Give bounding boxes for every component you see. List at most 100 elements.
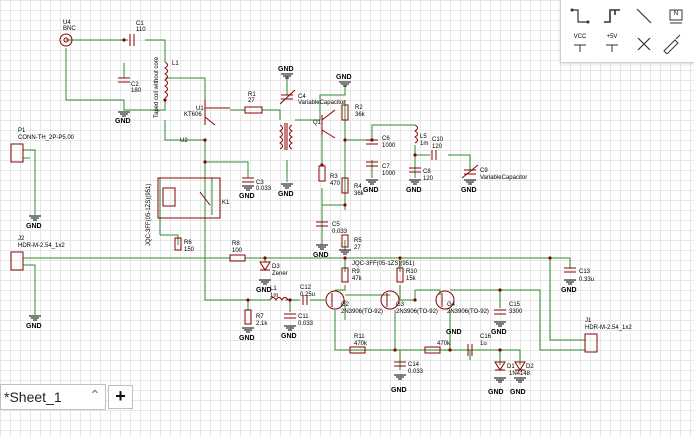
label-u4: U4	[63, 20, 71, 26]
no-connect-icon	[637, 37, 651, 51]
label-l1-note: Taped coil without core	[154, 56, 160, 118]
gnd-label: GND	[491, 329, 507, 336]
label-c9: C9	[480, 168, 488, 174]
probe-tool-button[interactable]	[661, 34, 683, 55]
label-k1-ref: JQC-3FF(05-1ZS)(951)	[352, 261, 414, 267]
line-tool-button[interactable]	[633, 6, 655, 26]
label-c8: C8	[423, 169, 431, 175]
label-g4: G4	[447, 302, 456, 308]
gnd-label: GND	[278, 66, 294, 73]
label-c12: C12	[300, 285, 312, 291]
label-d2: D2	[526, 364, 534, 370]
label-d3-value: Zener	[272, 271, 288, 277]
label-d3: D3	[272, 264, 280, 270]
label-u1: U1	[196, 106, 204, 112]
label-g2-value: 2N3906(TO-92)	[341, 309, 383, 315]
label-r10-value: 15k	[406, 276, 417, 282]
gnd-label: GND	[363, 187, 379, 194]
label-r7-value: 2.1k	[256, 321, 268, 327]
label-k1: K1	[222, 200, 230, 206]
gnd-label: GND	[406, 187, 422, 194]
bus-tool-button[interactable]	[601, 6, 623, 26]
label-c9-value: VariableCapacitor	[480, 175, 527, 181]
tool-palette: N VCC +5V	[560, 0, 694, 63]
label-c13-value: 0.33u	[579, 277, 594, 283]
line-icon	[636, 8, 652, 24]
power-5v-icon	[606, 44, 618, 52]
label-r5-value: 27	[354, 245, 361, 251]
label-l1b: L1	[270, 286, 277, 292]
label-r10: R10	[406, 269, 418, 275]
label-r6-value: 150	[184, 247, 195, 253]
label-c6: C6	[382, 136, 390, 142]
net-label-icon	[669, 9, 683, 24]
gnd-label: GND	[278, 191, 294, 198]
label-l5-value: 1m	[420, 141, 428, 147]
label-r5: R5	[354, 238, 362, 244]
add-sheet-button[interactable]: +	[108, 385, 133, 409]
label-r11: R11	[354, 334, 365, 340]
label-r11-value: 470k	[354, 341, 368, 347]
label-g3: G3	[396, 302, 405, 308]
vcc-label: VCC	[573, 34, 587, 40]
label-c11-value: 0.033	[298, 321, 314, 327]
label-r1: R1	[248, 92, 256, 98]
label-l1b-value: 1m	[270, 293, 278, 299]
label-c4-value: VariableCapacitor	[298, 100, 345, 106]
sheet-tab-bar: *Sheet_1 ⌃ +	[0, 384, 135, 410]
label-c5: C5	[332, 222, 340, 228]
label-c10: C10	[432, 137, 444, 143]
label-c3-value: 0.033	[256, 186, 272, 192]
probe-icon	[663, 34, 681, 55]
label-j1: J1	[585, 318, 592, 324]
label-g4-value: 2N3906(TO-92)	[447, 309, 489, 315]
label-r2: R2	[355, 105, 363, 111]
gnd-label: GND	[510, 389, 526, 396]
label-j2: J2	[18, 236, 25, 242]
wire-tool-button[interactable]	[569, 6, 591, 26]
label-c5-value: 0.033	[332, 229, 348, 235]
label-g2: G2	[341, 302, 350, 308]
label-r3: R3	[330, 174, 338, 180]
sheet-tab-label: *Sheet_1	[4, 389, 62, 405]
power-5v-tool-button[interactable]: +5V	[601, 34, 623, 54]
no-connect-tool-button[interactable]	[633, 34, 655, 54]
label-r8: R8	[232, 241, 240, 247]
label-r9: R9	[352, 269, 360, 275]
power-5v-label: +5V	[606, 34, 618, 40]
gnd-label: GND	[26, 223, 42, 230]
label-j2-value: HDR-M-2.54_1x2	[18, 243, 65, 249]
gnd-label: GND	[115, 118, 131, 125]
label-g3-value: 2N3906(TO-92)	[396, 309, 438, 315]
net-label-tool-button[interactable]: N	[665, 6, 687, 26]
label-r7: R7	[256, 314, 264, 320]
label-r1-value: 27	[248, 98, 255, 104]
label-r4: R4	[354, 184, 362, 190]
gnd-label: GND	[446, 329, 462, 336]
label-c6-value: 1000	[382, 143, 396, 149]
label-r3-value: 470	[330, 181, 341, 187]
label-c15: C15	[509, 302, 521, 308]
label-diode-value: 1N4148	[509, 371, 531, 377]
gnd-label: GND	[256, 287, 272, 294]
gnd-label: GND	[239, 335, 255, 342]
sheet-tab-sheet-1[interactable]: *Sheet_1 ⌃	[0, 384, 106, 410]
label-c4: C4	[298, 94, 306, 100]
vcc-tool-button[interactable]: VCC	[569, 34, 591, 54]
chevron-up-icon[interactable]: ⌃	[89, 387, 101, 403]
label-c8-value: 120	[423, 176, 434, 182]
label-c1-value: 110	[136, 27, 146, 33]
gnd-label: GND	[461, 187, 477, 194]
label-c14: C14	[408, 362, 420, 368]
label-l5: L5	[420, 134, 427, 140]
label-d1: D1	[507, 364, 515, 370]
label-c7-value: 1000	[382, 171, 396, 177]
label-r4-value: 36k	[354, 191, 365, 197]
label-c12-value: 0.25u	[300, 292, 315, 298]
gnd-label: GND	[26, 323, 42, 330]
label-c2-value: 180	[131, 88, 142, 94]
label-c16-value: 1u	[480, 341, 487, 347]
label-p1-value: CONN-TH_2P-P5.00	[18, 135, 75, 141]
